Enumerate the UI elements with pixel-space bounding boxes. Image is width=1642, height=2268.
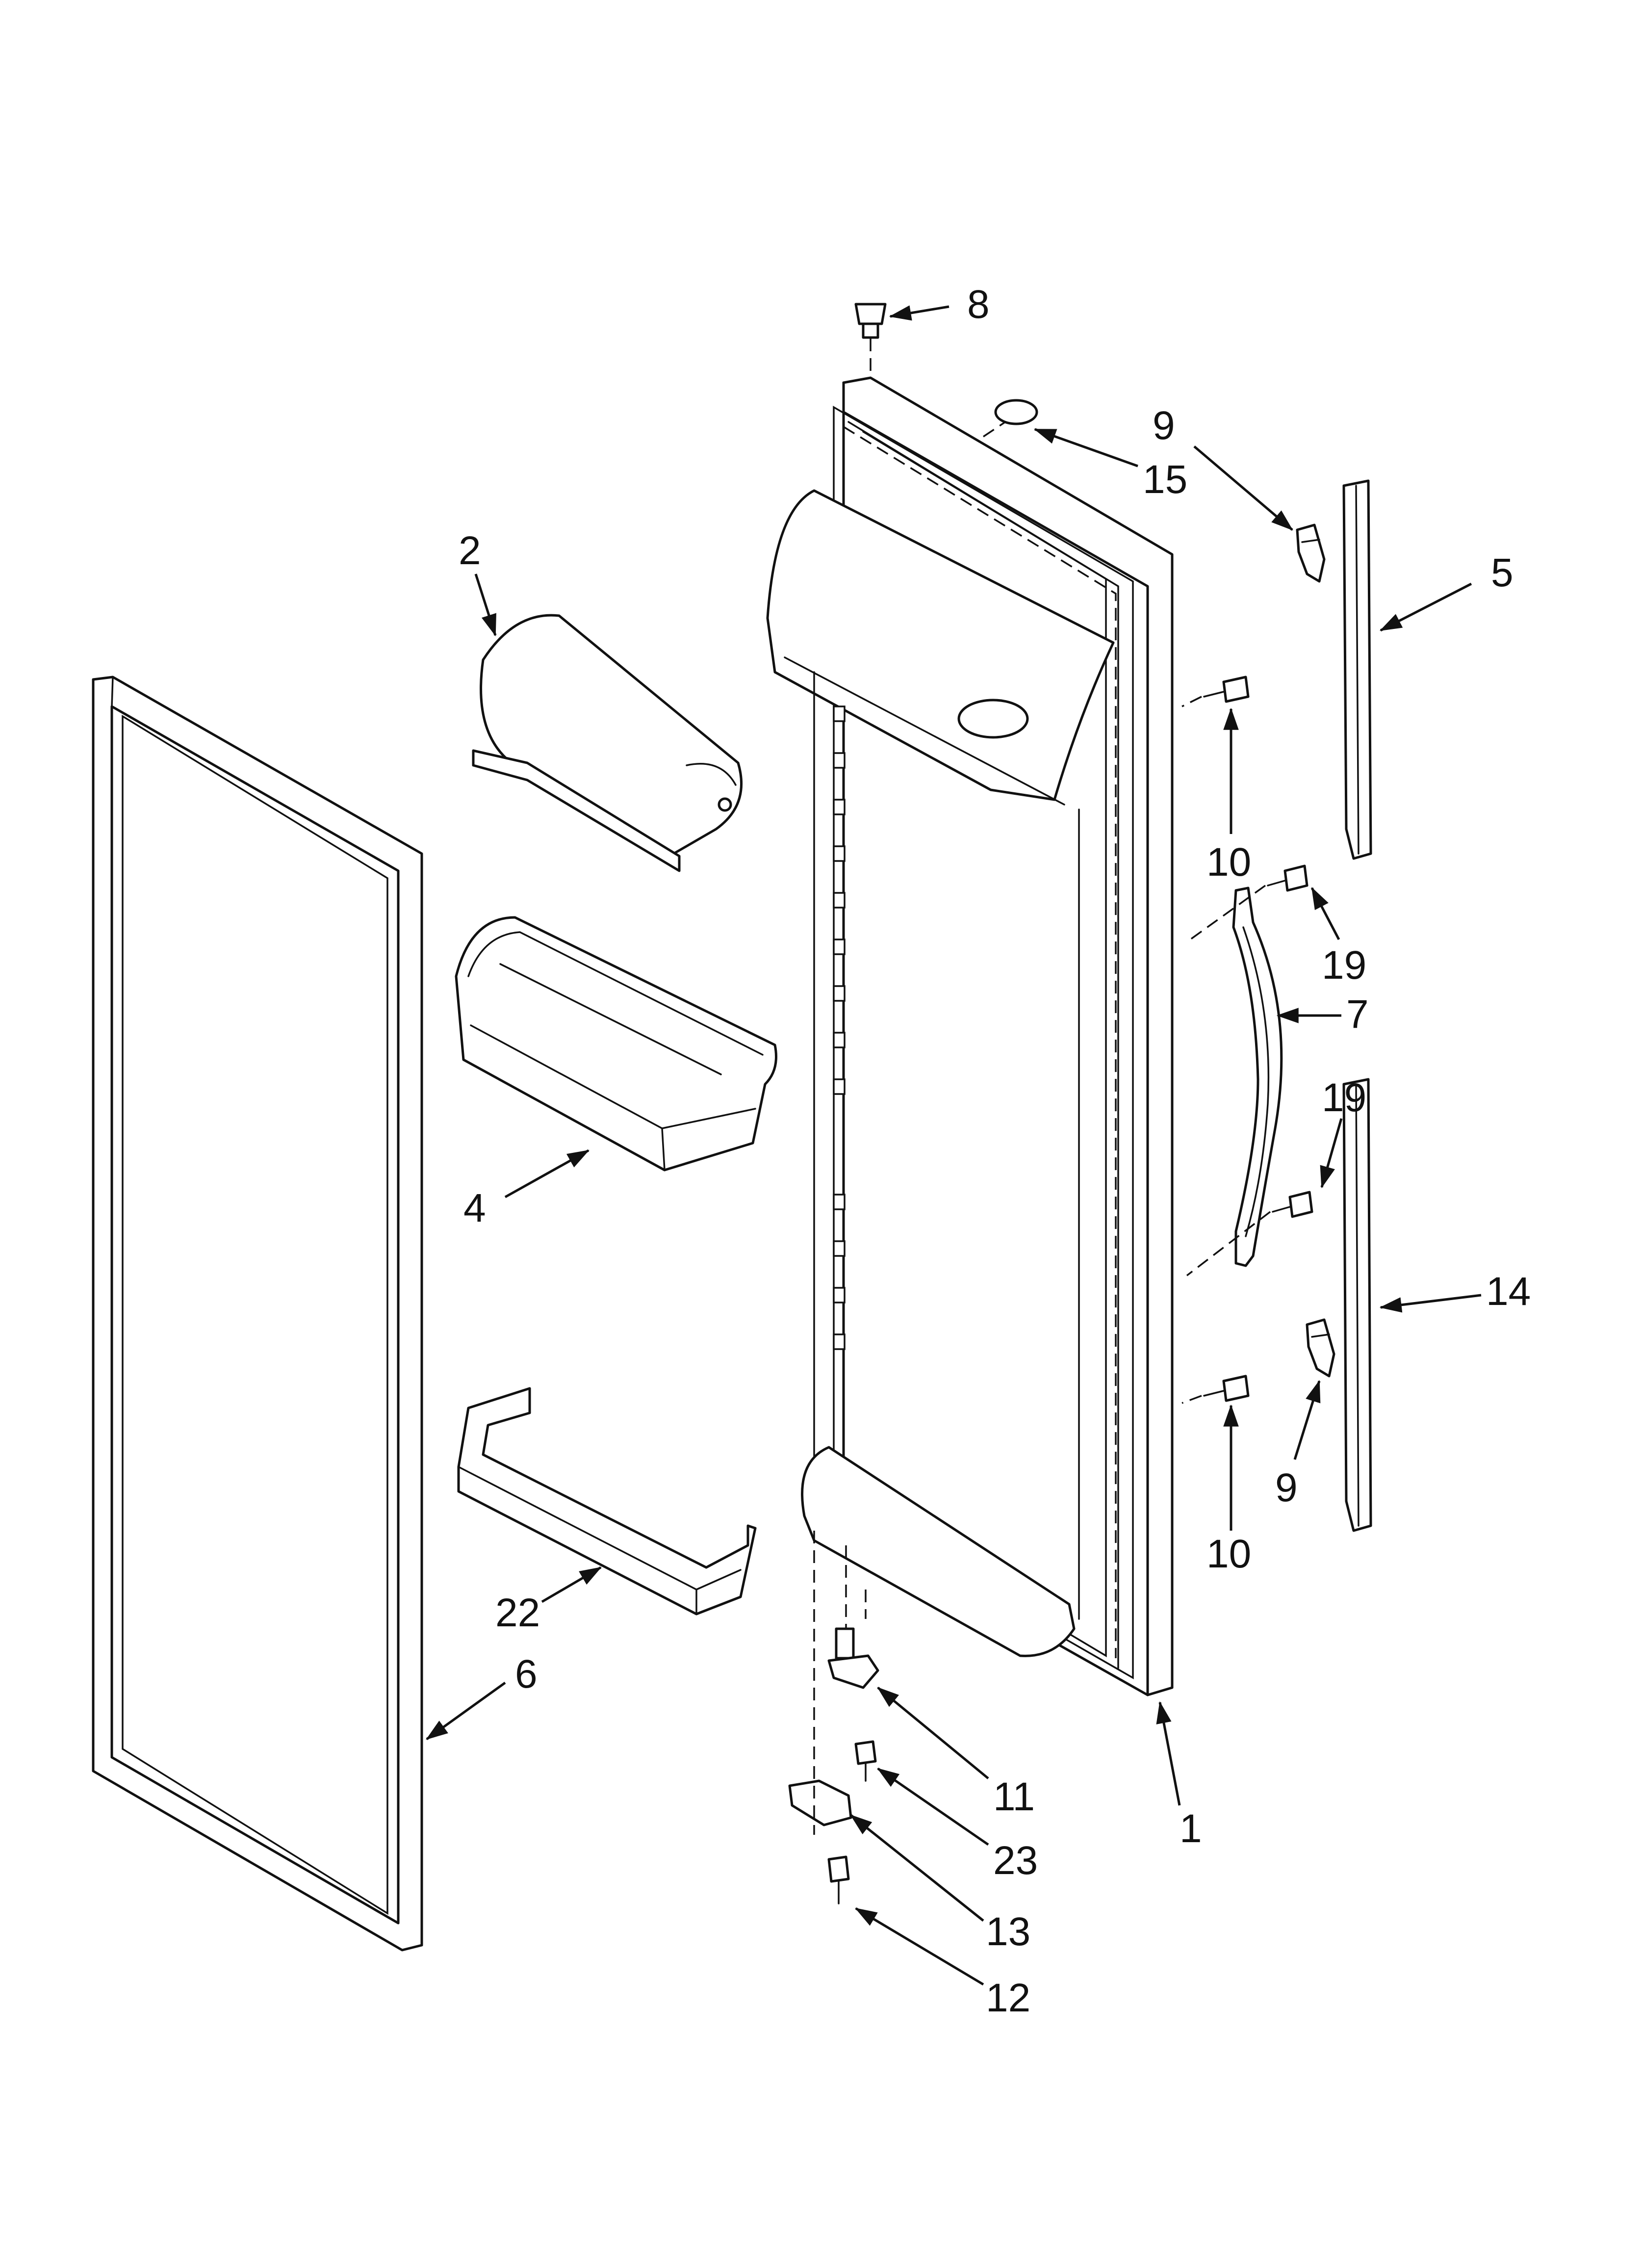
assembly-lines bbox=[813, 339, 1271, 1835]
hinge-pin-part-11 bbox=[827, 1627, 879, 1689]
screw-part-12 bbox=[827, 1855, 850, 1904]
screw-part-10-upper bbox=[1203, 676, 1250, 703]
callout-6: 6 bbox=[515, 1652, 538, 1696]
callout-15: 15 bbox=[1143, 457, 1187, 502]
screw-part-10-lower bbox=[1203, 1375, 1250, 1402]
callout-5: 5 bbox=[1491, 550, 1514, 595]
callout-labels: 8 15 9 5 2 10 19 7 19 4 14 9 10 22 6 11 … bbox=[459, 282, 1531, 2020]
callout-13: 13 bbox=[986, 1909, 1030, 1954]
callout-9: 9 bbox=[1153, 403, 1175, 448]
callout-22: 22 bbox=[495, 1590, 540, 1635]
handle-part-7 bbox=[1232, 886, 1283, 1267]
door-gasket-part-6 bbox=[92, 676, 423, 1952]
bushing-part-8 bbox=[854, 303, 887, 339]
callout-19: 19 bbox=[1322, 1075, 1366, 1120]
clip-part-9-upper bbox=[1296, 523, 1326, 583]
callout-8: 8 bbox=[967, 282, 990, 327]
callout-19: 19 bbox=[1322, 943, 1366, 988]
dairy-door-part-2 bbox=[472, 614, 743, 872]
hinge-bracket-part-13 bbox=[788, 1779, 852, 1826]
callout-2: 2 bbox=[459, 528, 481, 573]
trim-part-5 bbox=[1342, 479, 1372, 860]
clip-part-9-lower bbox=[1306, 1318, 1335, 1378]
trim-part-14 bbox=[1342, 1078, 1372, 1532]
washer-part-15 bbox=[994, 399, 1038, 425]
leader-lines bbox=[426, 305, 1482, 1986]
callout-7: 7 bbox=[1346, 992, 1369, 1037]
callout-9: 9 bbox=[1275, 1465, 1298, 1510]
callout-1: 1 bbox=[1180, 1806, 1202, 1851]
callout-4: 4 bbox=[463, 1186, 486, 1230]
callout-12: 12 bbox=[986, 1976, 1030, 2020]
screw-part-23 bbox=[854, 1740, 877, 1782]
callout-10: 10 bbox=[1206, 840, 1251, 885]
callout-23: 23 bbox=[993, 1838, 1038, 1883]
door-liner-part-1 bbox=[766, 376, 1174, 1696]
callout-14: 14 bbox=[1486, 1269, 1531, 1314]
screw-part-19-lower bbox=[1272, 1191, 1313, 1218]
door-shelf-part-22 bbox=[457, 1387, 757, 1616]
door-bin-part-4 bbox=[455, 916, 777, 1172]
screw-part-19-upper bbox=[1267, 864, 1308, 892]
callout-10: 10 bbox=[1206, 1532, 1251, 1576]
callout-11: 11 bbox=[993, 1774, 1035, 1819]
